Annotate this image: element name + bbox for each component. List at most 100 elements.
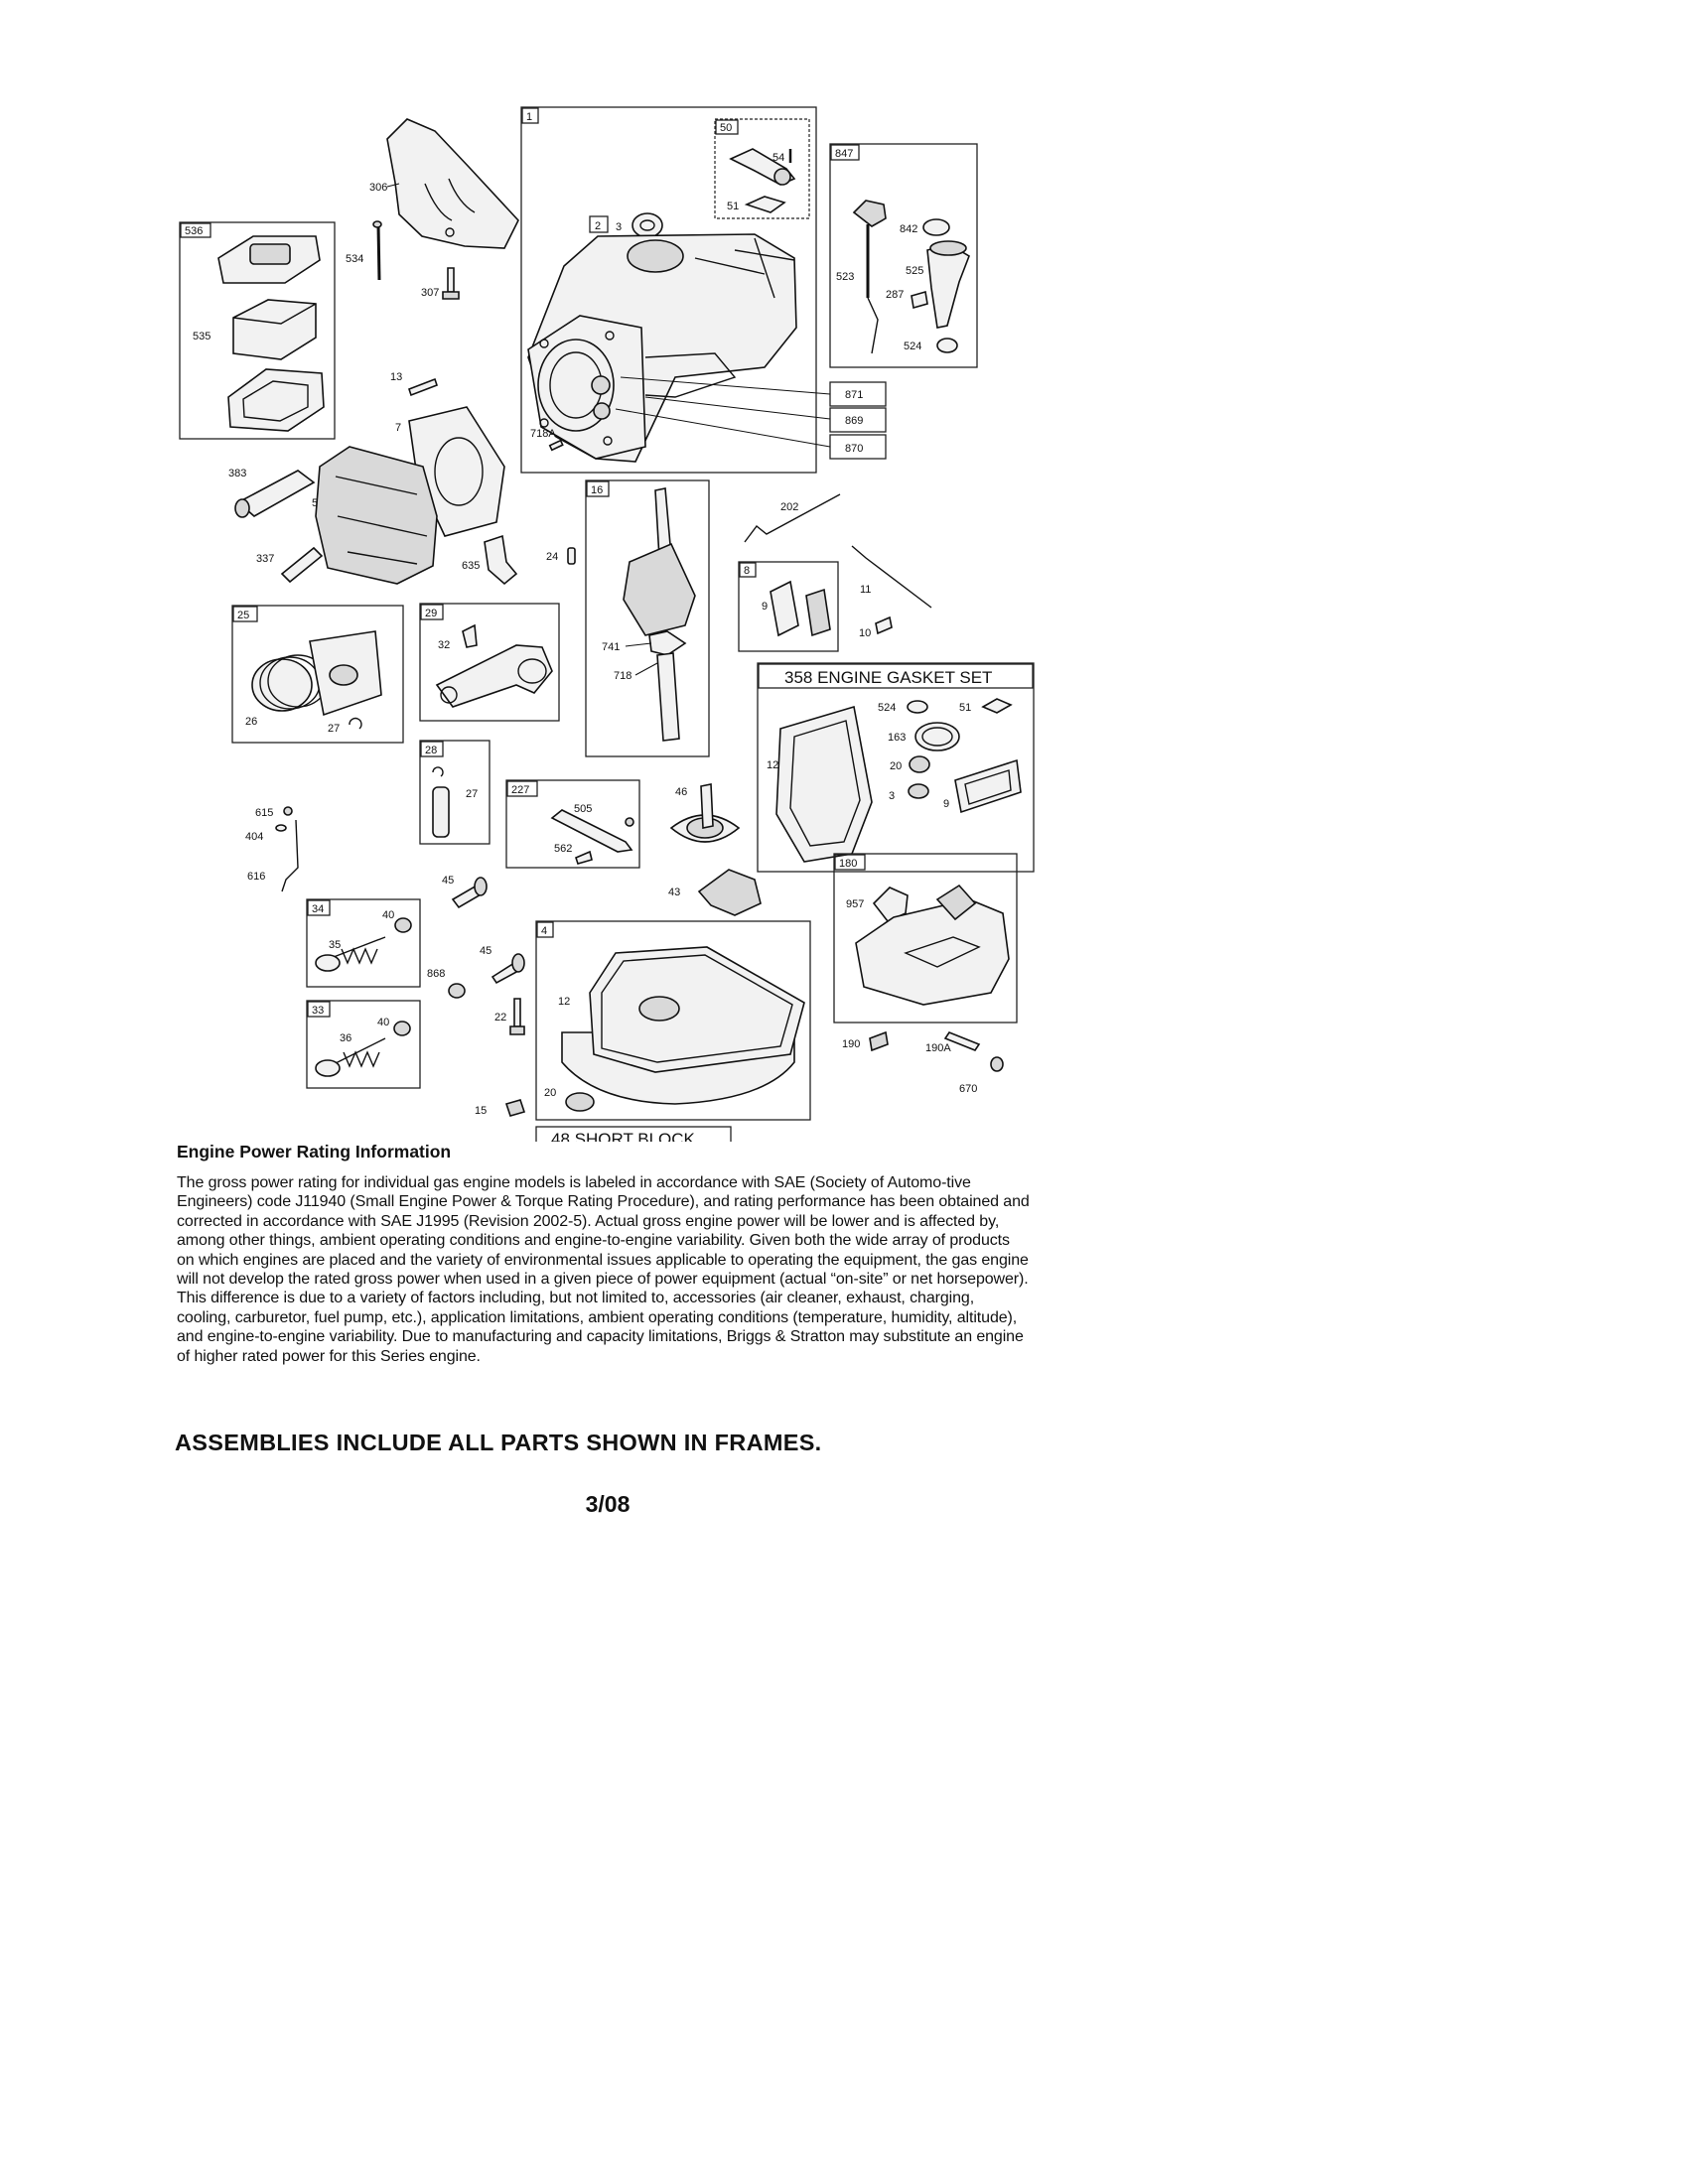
governor-link-group: 202 8 9 11 10 (738, 493, 932, 652)
frame-2-number: 2 (595, 220, 601, 232)
callout-616: 616 (247, 871, 265, 883)
frame-33-intake-valve: 33 40 36 (306, 1000, 421, 1089)
frame-28-number: 28 (425, 745, 437, 756)
frame-180-number: 180 (839, 858, 857, 870)
frame-1-cylinder-assembly: 1 2 50 54 51 3 718A (520, 106, 817, 474)
callout-36: 36 (340, 1032, 351, 1044)
frame-25-piston: 25 26 27 (231, 605, 404, 744)
callout-306: 306 (369, 182, 387, 194)
callout-51-gasket: 51 (959, 702, 971, 714)
callout-562: 562 (554, 843, 572, 855)
callout-868: 868 (427, 968, 445, 980)
frame-28-piston-pin: 28 27 (419, 740, 491, 845)
callout-190A: 190A (925, 1042, 951, 1054)
callout-524: 524 (904, 341, 921, 352)
frame-34-exhaust-valve: 34 40 35 (306, 898, 421, 988)
callout-26: 26 (245, 716, 257, 728)
frame-33-number: 33 (312, 1005, 324, 1017)
callout-190: 190 (842, 1038, 860, 1050)
frame-180-fuel-tank: 180 957 (833, 853, 1018, 1024)
callout-525: 525 (906, 265, 923, 277)
callout-635: 635 (462, 560, 480, 572)
callout-718A: 718A (530, 428, 556, 440)
blower-shroud-group: 306 534 307 (346, 118, 519, 300)
callout-287: 287 (886, 289, 904, 301)
callout-505: 505 (574, 803, 592, 815)
callout-307: 307 (421, 287, 439, 299)
callout-957: 957 (846, 898, 864, 910)
callout-40-bottom: 40 (377, 1017, 389, 1028)
callout-24: 24 (546, 551, 558, 563)
callout-11: 11 (860, 584, 871, 596)
page-number: 3/08 (585, 1491, 631, 1517)
frame-536-number: 536 (185, 225, 203, 237)
callout-46: 46 (675, 786, 687, 798)
frame-50-number: 50 (720, 122, 732, 134)
frame-847-number: 847 (835, 148, 853, 160)
callout-27-pin: 27 (466, 788, 478, 800)
frame-34-number: 34 (312, 903, 324, 915)
callout-32: 32 (438, 639, 450, 651)
callout-22: 22 (494, 1012, 506, 1024)
assemblies-note: ASSEMBLIES INCLUDE ALL PARTS SHOWN IN FR… (175, 1430, 822, 1455)
sensor-tags: 871 869 870 (615, 376, 887, 460)
callout-13: 13 (390, 371, 402, 383)
frame-227-number: 227 (511, 784, 529, 796)
governor-shaft-group: 615 404 616 (245, 806, 299, 892)
callout-741: 741 (602, 641, 620, 653)
fuel-tank-mounting-parts: 190 190A 670 (842, 1030, 1004, 1095)
callout-43: 43 (668, 887, 680, 898)
frame-16-crankshaft: 16 741 718 (585, 479, 710, 757)
callout-9: 9 (762, 601, 768, 613)
callout-869: 869 (845, 415, 863, 427)
callout-54: 54 (772, 152, 784, 164)
callout-45-upper: 45 (442, 875, 454, 887)
callout-12-gasket: 12 (767, 759, 778, 771)
exploded-parts-diagram: 536 535 306 534 307 1 2 (179, 106, 1035, 1142)
frame-8-number: 8 (744, 565, 750, 577)
callout-3-gasket: 3 (889, 790, 895, 802)
lower-small-parts: 45 868 22 15 (427, 945, 526, 1117)
callout-45-lower: 45 (480, 945, 491, 957)
short-block-box (535, 1126, 732, 1142)
power-rating-body: The gross power rating for individual ga… (177, 1174, 1030, 1365)
callout-163: 163 (888, 732, 906, 744)
callout-9-gasket: 9 (943, 798, 949, 810)
callout-20-gasket: 20 (890, 760, 902, 772)
callout-670: 670 (959, 1083, 977, 1095)
callout-523: 523 (836, 271, 854, 283)
callout-35: 35 (329, 939, 341, 951)
frame-536-air-cleaner: 536 535 (179, 221, 336, 440)
callout-12-sump: 12 (558, 996, 570, 1008)
callout-524-gasket: 524 (878, 702, 896, 714)
frame-29-connecting-rod: 29 32 (419, 603, 560, 722)
callout-871: 871 (845, 389, 863, 401)
callout-337: 337 (256, 553, 274, 565)
frame-1-number: 1 (526, 111, 532, 123)
callout-202: 202 (780, 501, 798, 513)
frame-358-gasket-set: 358 ENGINE GASKET SET 524 51 163 12 20 3… (757, 662, 1035, 873)
callout-20-sump: 20 (544, 1087, 556, 1099)
callout-383: 383 (228, 468, 246, 479)
callout-40-top: 40 (382, 909, 394, 921)
callout-3: 3 (616, 221, 622, 233)
tappet-and-cam-group: 45 43 (442, 869, 762, 916)
frame-16-number: 16 (591, 484, 603, 496)
callout-51: 51 (727, 201, 739, 212)
callout-718: 718 (614, 670, 632, 682)
callout-27: 27 (328, 723, 340, 735)
short-block-label: 48 SHORT BLOCK (551, 1130, 696, 1142)
frame-4-number: 4 (541, 925, 547, 937)
frame-4-crankcase-cover: 4 12 20 (535, 920, 811, 1121)
frame-29-number: 29 (425, 608, 437, 619)
gasket-set-title: 358 ENGINE GASKET SET (784, 668, 992, 687)
callout-15: 15 (475, 1105, 487, 1117)
governor-gear: 46 (669, 783, 741, 843)
cylinder-head-group: 13 7 5 383 337 635 24 (228, 371, 576, 586)
callout-5: 5 (312, 497, 318, 509)
callout-7: 7 (395, 422, 401, 434)
frame-227-governor-lever: 227 505 562 (505, 779, 640, 869)
frame-847-dipstick: 847 842 523 525 287 524 (829, 143, 978, 368)
callout-10: 10 (859, 627, 871, 639)
callout-870: 870 (845, 443, 863, 455)
